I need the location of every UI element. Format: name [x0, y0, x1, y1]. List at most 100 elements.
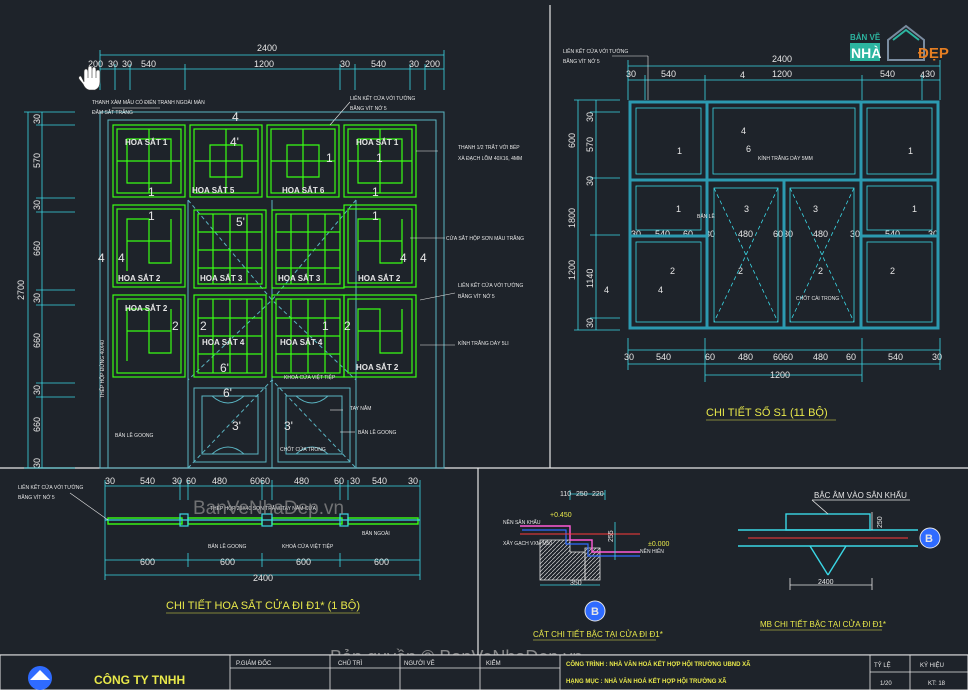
s1-dim-540a: 540: [661, 69, 676, 79]
s1-dim-1200v: 1200: [567, 260, 577, 280]
note-kinh-trang: KÍNH TRẮNG DÀY 5LI: [458, 339, 509, 347]
plan-dim-540a: 540: [140, 476, 155, 486]
s1-dim-30v3: 30: [585, 318, 595, 328]
s1-dim-b1200: 1200: [770, 370, 790, 380]
plan-note-thep: THÉP HỘP 20X40 SƠN TRẮNG: [210, 504, 283, 512]
s1-frame: [628, 100, 940, 330]
tb-nguoi-ve: NGƯỜI VẼ: [404, 660, 435, 667]
logo-nha: NHÀ: [851, 45, 881, 61]
note-tay-nam: TAY NẮM: [350, 404, 371, 412]
note-khoa-cua: KHOÁ CỬA VIỆT TIỆP: [284, 373, 336, 381]
mark-4-top: 4: [232, 110, 239, 124]
ban-ve-nha-dep-logo: BẢN VẼ NHÀ ĐẸP: [850, 24, 949, 62]
plan-note-ban-ngoai: BẢN NGOÀI: [362, 530, 390, 537]
note-dam-sat: ĐÂM SẮT TRẮNG: [92, 108, 133, 116]
mark-6-prime-b: 6': [223, 386, 232, 400]
tb-scale-value: 1/20: [880, 681, 892, 687]
dim-30-v1: 30: [32, 114, 42, 124]
sec-note-zero: ±0.000: [648, 541, 669, 548]
title-hoa-sat: CHI TIẾT HOA SẮT CỬA ĐI Đ1* (1 BỘ): [166, 599, 360, 612]
mark-2-a: 2: [172, 319, 179, 333]
plan-dim-600d: 600: [374, 557, 389, 567]
mark-1-d: 1: [148, 209, 155, 223]
plan-dim-480a: 480: [212, 476, 227, 486]
sec-dim-255: 255: [608, 530, 615, 542]
s1-dim-30v: 30: [585, 112, 595, 122]
sec-note-level: +0.450: [550, 512, 572, 519]
s1-dim-b6060: 6060: [773, 352, 793, 362]
dim-30-v4: 30: [32, 385, 42, 395]
plan-note-khoa: KHOÁ CỬA VIỆT TIỆP: [282, 542, 334, 550]
dim-30-v2: 30: [32, 200, 42, 210]
s1-dim-b540a: 540: [656, 352, 671, 362]
mark-3-prime-a: 3': [232, 419, 241, 433]
tb-scale-label: TỶ LỆ: [874, 661, 891, 669]
plan-dim-600c: 600: [296, 557, 311, 567]
section-marker-b-2: [919, 527, 941, 549]
dim-30-l2: 30: [122, 59, 132, 69]
mark-4-left2: 4: [118, 251, 125, 265]
s1-dim-600: 600: [567, 133, 577, 148]
sec-dim-110: 110: [560, 491, 571, 498]
s1-dim-t30d: 30: [928, 229, 938, 239]
logo-ban-ve: BẢN VẼ: [850, 33, 881, 42]
s1-mark-4b: 4: [741, 126, 746, 136]
s1-mark-1b: 1: [908, 146, 913, 156]
note-lien-ket-2: LIÊN KẾT CỬA VỚI TƯỜNG: [458, 281, 523, 289]
label-hoa-sat-4b: HOA SẮT 4: [280, 338, 323, 347]
mb-dim-250: 250: [877, 516, 884, 528]
s1-dim-t30b: 30: [850, 229, 860, 239]
mark-1-g: 1: [322, 319, 329, 333]
tb-sheet-value: KT: 18: [928, 681, 946, 687]
tb-giam-doc: P.GIÁM ĐỐC: [236, 660, 272, 667]
plan-note-vit-no: BẰNG VÍT NỞ 5: [18, 493, 55, 501]
hoa-sat-panels: [112, 124, 417, 378]
sec-note-nen-san-khau: NỀN SÂN KHẤU: [503, 519, 541, 526]
s1-mark-4c: 4: [604, 285, 609, 295]
s1-mark-2c: 2: [818, 266, 823, 276]
s1-dim-b60b: 60: [846, 352, 856, 362]
title-company: CÔNG TY TNHH: [94, 672, 185, 687]
dim-570-v: 570: [32, 153, 42, 168]
note-thep-hop-dung: THẾP HỘP ĐỨNG 40X40: [99, 340, 106, 398]
s1-dim-t480: 480: [738, 229, 753, 239]
company-logo-icon: [28, 666, 52, 690]
note-cua-sat-hop: CỬA SẮT HỘP SƠN MÀU TRẮNG: [446, 234, 524, 242]
dim-660-v2: 660: [32, 333, 42, 348]
label-hoa-sat-1b: HOA SẮT 1: [356, 138, 399, 147]
s1-mark-2a: 2: [670, 266, 675, 276]
note-thanh-xam: THANH XÀM MẪU CỔ ĐIỂN TRANH NGOÀI MÀN: [92, 99, 205, 106]
mark-1-f: 1: [376, 151, 383, 165]
label-hoa-sat-2c: HOA SẮT 2: [125, 304, 168, 313]
s1-mark-3a: 3: [744, 204, 749, 214]
dim-30-r2: 30: [409, 59, 419, 69]
s1-mark-1c: 1: [676, 204, 681, 214]
title-mb: MB CHI TIẾT BẬC TẠI CỬA ĐI Đ1*: [760, 619, 886, 629]
note-xa-dach: XÀ ĐẠCH LÕM 40X16, 4MM: [458, 155, 522, 162]
mark-2-b: 2: [200, 319, 207, 333]
section-marker-b-2-label: B: [925, 533, 933, 545]
mark-1-c: 1: [372, 185, 379, 199]
sec-dim-220: 220: [592, 491, 604, 498]
plan-dim-30c: 30: [350, 476, 360, 486]
s1-mark-1d: 1: [912, 204, 917, 214]
title-cat: CẮT CHI TIẾT BẬC TẠI CỬA ĐI Đ1*: [533, 629, 663, 639]
s1-note-kinh: KÍNH TRẮNG DÀY 5MM: [758, 154, 813, 162]
label-hoa-sat-3b: HOA SẮT 3: [278, 274, 321, 283]
note-lien-ket-1: LIÊN KẾT CỬA VỚI TƯỜNG: [350, 94, 415, 102]
dim-200-l: 200: [88, 59, 103, 69]
sec-note-nen-hien: NỀN HIÊN: [640, 547, 664, 555]
label-hoa-sat-2a: HOA SẮT 2: [118, 274, 161, 283]
logo-nha-bg: [850, 43, 880, 61]
dim-540-l: 540: [141, 59, 156, 69]
s1-dim-1140: 1140: [585, 269, 595, 288]
s1-dim-t60: 60: [683, 229, 693, 239]
note-ban-le-2: BẢN LỀ GOONG: [358, 429, 396, 436]
plan-dim-30b: 30: [172, 476, 182, 486]
dim-200-r: 200: [425, 59, 440, 69]
tb-project-line1: CÔNG TRÌNH : NHÀ VĂN HOÁ KẾT HỢP HỘI TRƯ…: [566, 660, 751, 668]
sec-dim-250: 250: [576, 491, 588, 498]
s1-dim-30b: 30: [925, 69, 935, 79]
s1-note-chot: CHỐT CÀI TRONG: [796, 295, 839, 302]
sec-dim-350: 350: [570, 580, 582, 587]
